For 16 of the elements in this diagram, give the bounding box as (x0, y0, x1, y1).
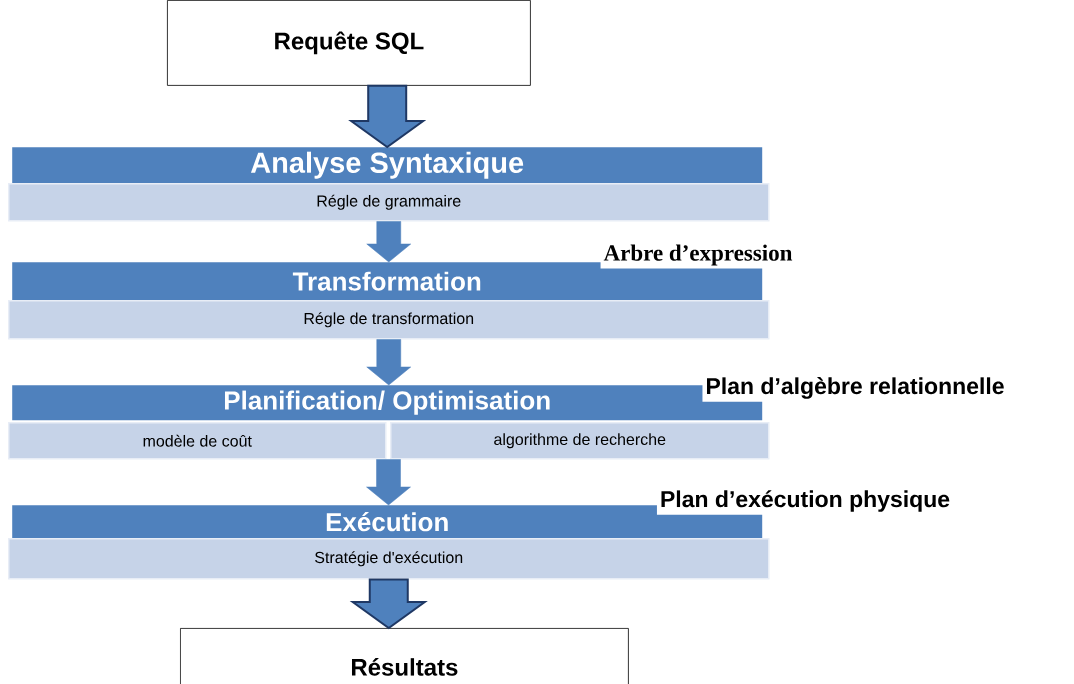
detail-bar: Stratégie d'exécution (8, 538, 770, 580)
block-arrow (366, 221, 411, 263)
detail-bar: modèle de coût (8, 422, 387, 460)
output-label: Plan d’algèbre relationnelle (702, 374, 1008, 402)
block-arrow (349, 578, 428, 630)
detail-bar: Régle de transformation (8, 300, 770, 340)
stage-band: Analyse Syntaxique (12, 147, 763, 184)
block-arrow (348, 84, 427, 149)
detail-bar: algorithme de recherche (390, 422, 770, 460)
output-label: Arbre d’expression (600, 241, 796, 269)
text-box: Résultats (180, 628, 629, 684)
detail-bar: Régle de grammaire (8, 183, 770, 222)
text-box: Requête SQL (167, 0, 531, 86)
block-arrow (366, 339, 411, 386)
block-arrow (366, 459, 411, 506)
output-label: Plan d’exécution physique (656, 487, 954, 515)
